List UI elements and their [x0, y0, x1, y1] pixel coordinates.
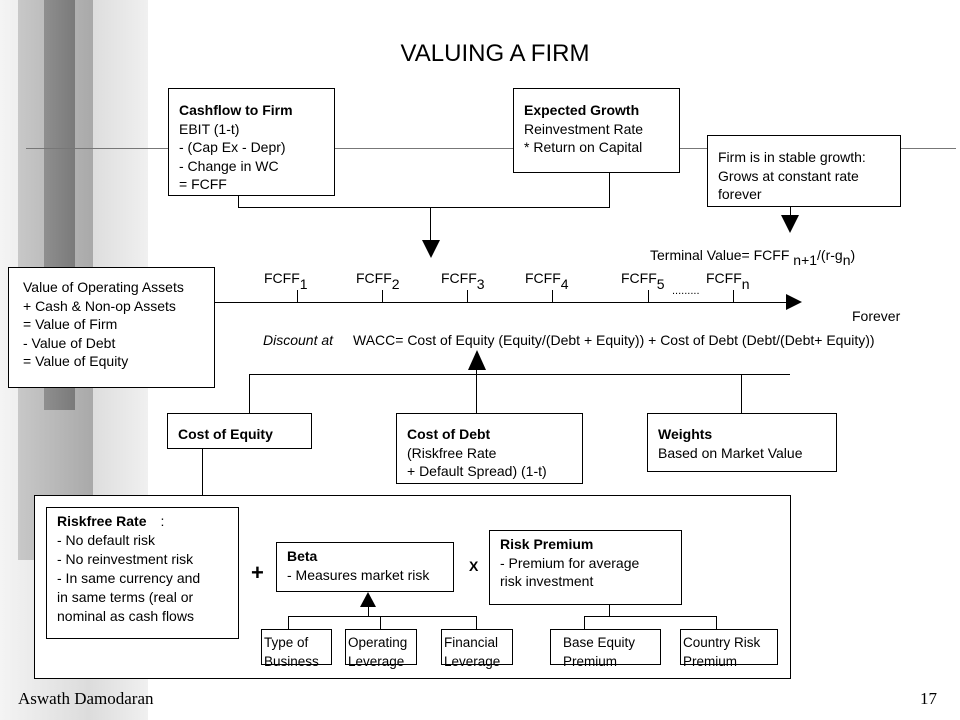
fcff-label: FCFF3	[441, 270, 485, 292]
cashflow-line: EBIT (1-t)	[179, 120, 240, 137]
ellipsis-dots: .........	[672, 285, 700, 297]
connector	[609, 605, 610, 616]
value-line: = Value of Firm	[23, 316, 118, 332]
connector	[288, 616, 476, 617]
stable-growth-box: Firm is in stable growth: Grows at const…	[707, 135, 901, 207]
fcff-label: FCFF2	[356, 270, 400, 292]
connector	[249, 374, 250, 414]
connector	[380, 616, 381, 630]
arrow-up-icon	[360, 592, 376, 607]
cashflow-line: - (Cap Ex - Depr)	[179, 139, 286, 155]
plus-sign: +	[251, 560, 264, 585]
riskfree-rate-box: Riskfree Rate: - No default risk - No re…	[46, 507, 239, 639]
connector	[430, 207, 431, 243]
fcff-label: FCFF1	[264, 270, 308, 292]
risk-premium-box: Risk Premium - Premium for average risk …	[489, 530, 682, 605]
cashflow-to-firm-box: Cashflow to Firm EBIT (1-t) - (Cap Ex - …	[168, 88, 335, 196]
weights-box: Weights Based on Market Value	[647, 413, 837, 472]
top-rule	[26, 148, 956, 149]
cost-debt-line: (Riskfree Rate	[407, 444, 497, 461]
growth-heading: Expected Growth	[524, 102, 640, 118]
connector	[288, 616, 289, 630]
page-number: 17	[920, 689, 937, 708]
connector	[368, 606, 369, 616]
expected-growth-box: Expected Growth Reinvestment Rate * Retu…	[513, 88, 680, 173]
cost-of-equity-box: Cost of Equity	[167, 413, 312, 449]
risk-premium-line: risk investment	[500, 573, 594, 589]
times-sign: X	[469, 558, 479, 574]
tick	[648, 290, 649, 303]
cost-of-debt-box: Cost of Debt (Riskfree Rate + Default Sp…	[396, 413, 583, 484]
riskfree-line: - In same currency and	[57, 570, 201, 586]
value-line: = Value of Equity	[23, 353, 129, 369]
connector	[584, 616, 717, 617]
forever-label: Forever	[852, 308, 901, 324]
weights-line: Based on Market Value	[658, 444, 803, 461]
connector	[238, 196, 239, 208]
connector	[584, 616, 585, 630]
riskfree-line: - No default risk	[57, 532, 156, 548]
cost-debt-line: + Default Spread) (1-t)	[407, 463, 547, 479]
connector	[202, 449, 203, 495]
tick	[733, 290, 734, 303]
tick	[297, 290, 298, 303]
risk-premium-line: - Premium for average	[500, 554, 640, 571]
discount-prefix: Discount at	[263, 332, 334, 348]
stable-line: Firm is in stable growth:	[718, 149, 866, 165]
value-line: - Value of Debt	[23, 334, 116, 351]
connector	[741, 374, 742, 414]
arrow-down-icon	[781, 215, 799, 233]
page-title: VALUING A FIRM	[400, 40, 590, 67]
value-of-equity-box: Value of Operating Assets + Cash & Non-o…	[8, 267, 215, 388]
connector	[249, 374, 790, 375]
cashflow-line: = FCFF	[179, 176, 227, 192]
fcff-label: FCFFn	[706, 270, 750, 292]
beta-line: - Measures market risk	[287, 566, 430, 583]
tick	[467, 290, 468, 303]
stable-line: forever	[718, 186, 762, 202]
growth-line: * Return on Capital	[524, 139, 643, 155]
riskfree-line: nominal as cash flows	[57, 608, 194, 624]
arrow-up-icon	[468, 350, 486, 370]
riskfree-line: - No reinvestment risk	[57, 551, 194, 567]
terminal-value-label: Terminal Value= FCFF n+1/(r-gn)	[650, 247, 856, 268]
beta-box: Beta - Measures market risk	[276, 542, 454, 592]
tick	[382, 290, 383, 303]
arrow-right-icon	[786, 294, 802, 310]
cashflow-heading: Cashflow to Firm	[179, 102, 293, 118]
value-line: Value of Operating Assets	[23, 279, 184, 295]
author-footer: Aswath Damodaran	[18, 689, 154, 708]
wacc-formula: WACC= Cost of Equity (Equity/(Debt + Equ…	[353, 332, 875, 348]
stable-line: Grows at constant rate	[718, 167, 859, 184]
connector	[476, 616, 477, 630]
value-line: + Cash & Non-op Assets	[23, 297, 176, 314]
timeline	[215, 302, 790, 303]
connector	[790, 206, 791, 218]
riskfree-line: in same terms (real or	[57, 589, 194, 605]
connector	[476, 370, 477, 414]
arrow-down-icon	[422, 240, 440, 258]
connector	[609, 172, 610, 208]
fcff-label: FCFF4	[525, 270, 569, 292]
growth-line: Reinvestment Rate	[524, 120, 644, 137]
connector	[238, 207, 609, 208]
connector	[716, 616, 717, 630]
fcff-label: FCFF5	[621, 270, 665, 292]
tick	[552, 290, 553, 303]
cashflow-line: - Change in WC	[179, 157, 279, 174]
